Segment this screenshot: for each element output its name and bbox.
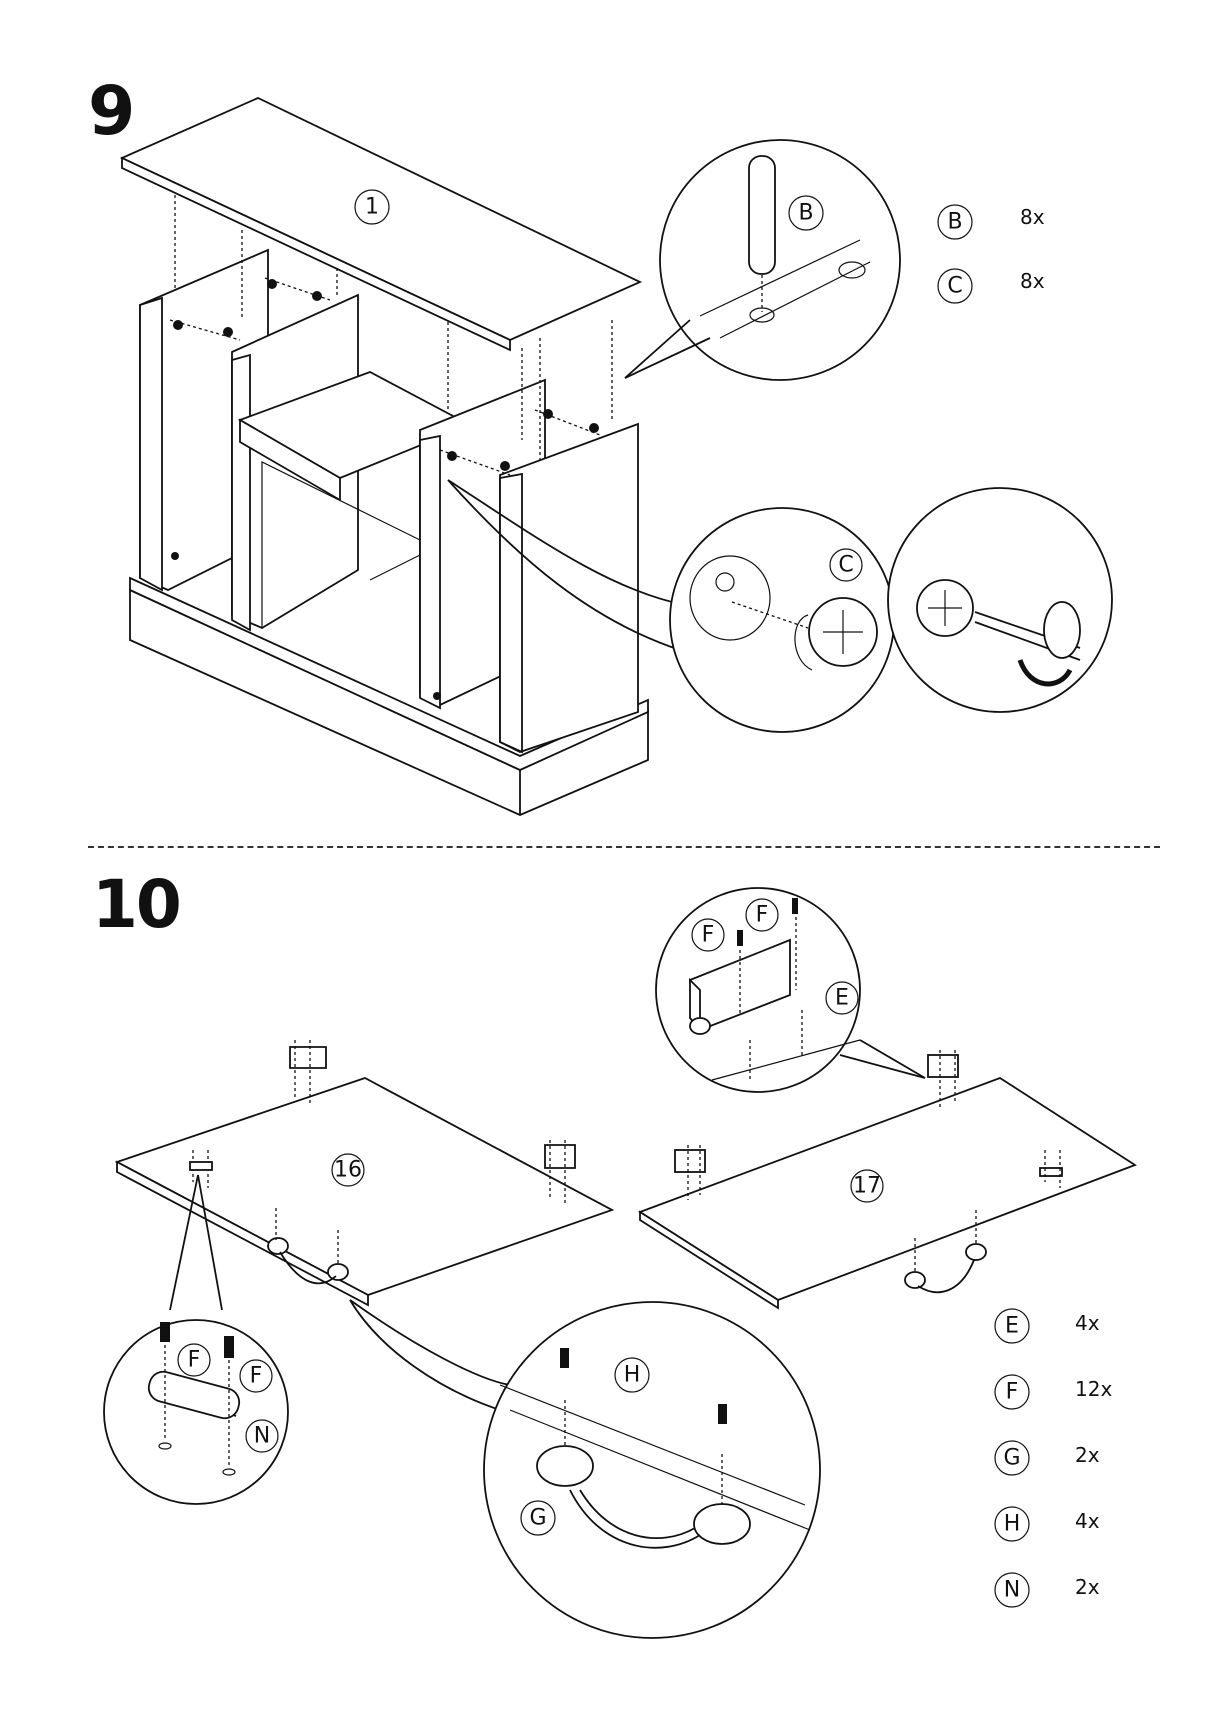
hinge-label-f1: F: [702, 923, 715, 948]
handle-label-h: H: [624, 1363, 641, 1388]
part-n-qty: 2x: [1075, 1575, 1100, 1599]
plate-label-n: N: [254, 1424, 270, 1449]
door-17-drawing: [640, 1050, 1135, 1308]
part-e-qty: 4x: [1075, 1311, 1100, 1335]
part-g-letter: G: [1003, 1446, 1020, 1471]
part-h-letter: H: [1004, 1512, 1021, 1537]
panel-label-16: 16: [334, 1158, 362, 1183]
part-b-qty: 8x: [1020, 205, 1045, 229]
plate-label-f2: F: [250, 1364, 263, 1389]
part-c-letter: C: [947, 274, 962, 299]
hinge-label-e: E: [835, 986, 849, 1011]
part-f-qty: 12x: [1075, 1377, 1112, 1401]
part-g-qty: 2x: [1075, 1443, 1100, 1467]
panel-label-1: 1: [365, 195, 379, 220]
detail-label-c: C: [838, 553, 853, 578]
detail-label-b: B: [798, 201, 813, 226]
dowel-detail-callout: [625, 140, 900, 380]
part-c-qty: 8x: [1020, 269, 1045, 293]
handle-detail-callout: [350, 1300, 820, 1638]
part-e-letter: E: [1005, 1314, 1019, 1339]
part-f-letter: F: [1006, 1380, 1019, 1405]
handle-label-g: G: [529, 1506, 546, 1531]
part-n-letter: N: [1004, 1578, 1020, 1603]
hinge-detail-callout: [656, 888, 925, 1092]
plate-label-f1: F: [188, 1348, 201, 1373]
hinge-label-f2: F: [756, 903, 769, 928]
door-16-drawing: [117, 1040, 612, 1305]
panel-label-17: 17: [853, 1174, 881, 1199]
part-b-letter: B: [947, 210, 962, 235]
cabinet-assembly-drawing: [122, 98, 648, 815]
part-h-qty: 4x: [1075, 1509, 1100, 1533]
